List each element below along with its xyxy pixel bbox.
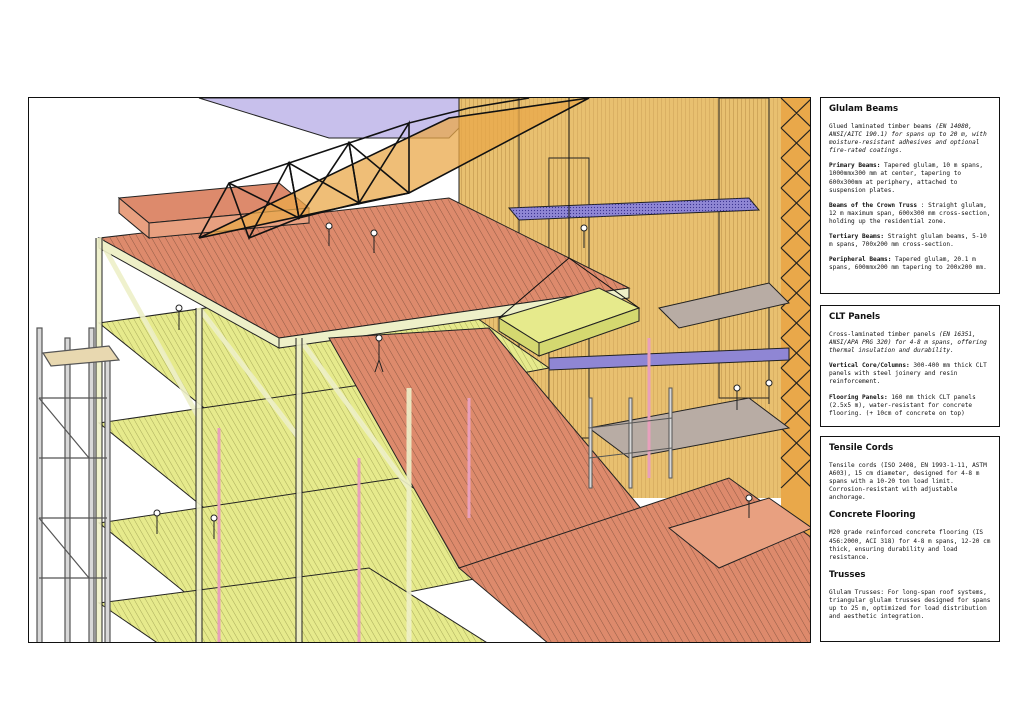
clt-panels-panel: CLT Panels Cross-laminated timber panels… bbox=[820, 305, 1000, 427]
suspended-clt-panel bbox=[497, 98, 641, 357]
glulam-beams-panel: Glulam Beams Glued laminated timber beam… bbox=[820, 97, 1000, 294]
panel-title: Glulam Beams bbox=[829, 104, 899, 114]
steel-frame bbox=[96, 236, 412, 642]
glulam-intro: Glued laminated timber beams (EN 14080, … bbox=[829, 123, 987, 155]
tensile-text: Tensile cords (ISO 2408, EN 1993-1-11, A… bbox=[829, 462, 987, 502]
scaffold-center bbox=[588, 387, 673, 489]
clt-intro: Cross-laminated timber panels (EN 16351,… bbox=[829, 331, 987, 355]
crown-truss-beams: Beams of the Crown Truss : Straight glul… bbox=[829, 201, 991, 225]
glulam-upper-slab bbox=[97, 197, 631, 349]
flooring-panels: Flooring Panels: 160 mm thick CLT panels… bbox=[829, 393, 976, 417]
glulam-lower-floor bbox=[457, 477, 810, 642]
concrete-title: Concrete Flooring bbox=[829, 510, 916, 521]
crown-truss bbox=[198, 98, 590, 240]
pink-posts bbox=[217, 338, 651, 642]
panel-title: Tensile Cords bbox=[829, 443, 894, 453]
vertical-core: Vertical Core/Columns: 300-400 mm thick … bbox=[829, 362, 987, 386]
trusses-text: Glulam Trusses: For long-span roof syste… bbox=[829, 588, 991, 621]
panel-title: CLT Panels bbox=[829, 312, 881, 322]
worker-figures bbox=[153, 222, 773, 539]
axonometric-drawing bbox=[28, 97, 811, 643]
primary-beams: Primary Beams: Tapered glulam, 10 m span… bbox=[829, 162, 984, 194]
tertiary-beams: Tertiary Beams: Straight glulam beams, 5… bbox=[829, 233, 987, 249]
concrete-text: M20 grade reinforced concrete flooring (… bbox=[829, 529, 991, 561]
trusses-title: Trusses bbox=[829, 569, 866, 580]
peripheral-beams: Peripheral Beams: Tapered glulam, 20.1 m… bbox=[829, 256, 987, 272]
scaffold-left bbox=[36, 327, 121, 642]
grey-platform bbox=[587, 282, 791, 459]
tensile-cords-panel: Tensile Cords Tensile cords (ISO 2408, E… bbox=[820, 436, 1000, 642]
